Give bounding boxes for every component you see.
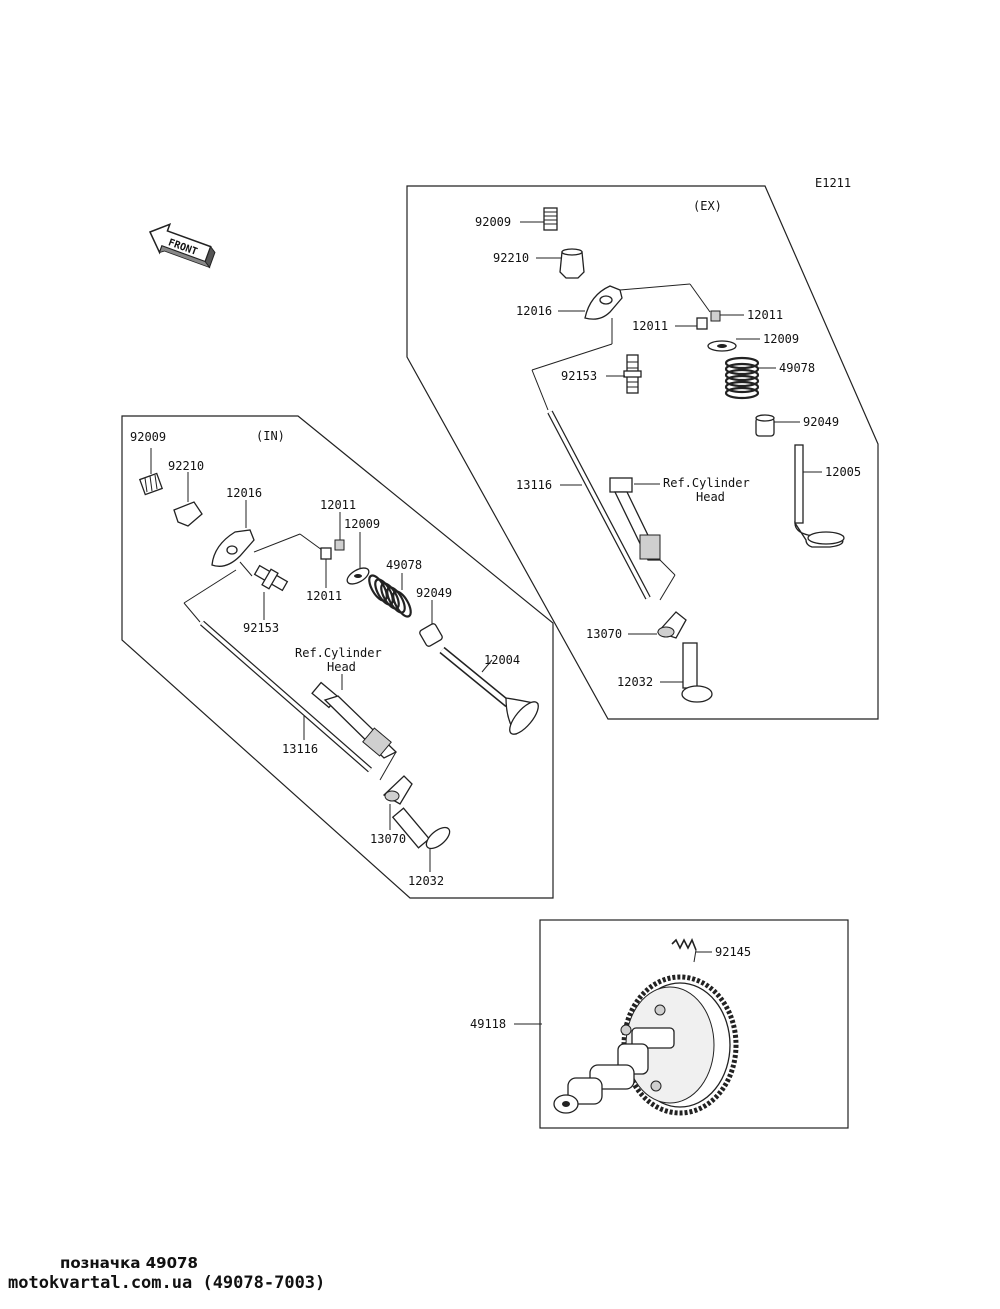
in-spring-retainer (346, 567, 370, 585)
ex-label-12005: 12005 (825, 465, 861, 479)
in-label-12011a: 12011 (320, 498, 356, 512)
ex-group: (EX) 92009 92210 12016 (406, 185, 879, 720)
ex-label-12011b: 12011 (632, 319, 668, 333)
ex-ref-line2: Head (696, 490, 725, 504)
ex-label-12009: 12009 (763, 332, 799, 346)
in-label-12016: 12016 (226, 486, 262, 500)
in-ref-line2: Head (327, 660, 356, 674)
ex-exhaust-valve (794, 444, 845, 548)
cam-label-92145: 92145 (715, 945, 751, 959)
ex-push-rod-guide (656, 611, 687, 639)
footer-tag: позначка 49078 (60, 1254, 198, 1272)
ex-valve-keeper-a (710, 310, 721, 322)
in-frame (121, 415, 554, 899)
in-valve-seal (419, 623, 443, 647)
ex-label-12011a: 12011 (747, 308, 783, 322)
ex-adjuster-screw (543, 207, 558, 231)
in-adjuster-screw (138, 472, 164, 496)
in-label-12009: 12009 (344, 517, 380, 531)
in-label-49078: 49078 (386, 558, 422, 572)
ex-valve-keeper-b (696, 317, 708, 330)
in-rocker-stud (253, 564, 289, 592)
ex-label-92210: 92210 (493, 251, 529, 265)
cam-label-49118: 49118 (470, 1017, 506, 1031)
ex-valve-seal (755, 414, 775, 437)
in-intake-valve (439, 646, 539, 735)
ex-title: (EX) (693, 199, 722, 213)
in-label-92210: 92210 (168, 459, 204, 473)
in-valve-guide (311, 681, 398, 781)
ex-label-13116: 13116 (516, 478, 552, 492)
camshaft-gear (553, 974, 739, 1116)
ex-rocker-stud (623, 354, 642, 394)
ex-label-12016: 12016 (516, 304, 552, 318)
in-label-13070: 13070 (370, 832, 406, 846)
ex-valve-guide (609, 477, 676, 601)
ex-lock-nut (559, 248, 585, 279)
ex-label-92049: 92049 (803, 415, 839, 429)
in-push-rod (200, 620, 372, 773)
cam-spring (671, 938, 697, 963)
ex-tappet (681, 642, 713, 703)
ex-valve-spring (724, 356, 760, 400)
in-label-92009: 92009 (130, 430, 166, 444)
ex-label-13070: 13070 (586, 627, 622, 641)
in-rocker-arm (183, 529, 323, 623)
in-group: (IN) 92009 92210 12016 (121, 415, 554, 899)
in-push-rod-guide (382, 775, 413, 805)
in-valve-spring (368, 574, 412, 618)
ex-rocker-arm (531, 283, 711, 411)
in-label-12032: 12032 (408, 874, 444, 888)
in-ref-line1: Ref.Cylinder (295, 646, 382, 660)
in-valve-keeper-a (334, 539, 345, 551)
ex-push-rod (547, 410, 651, 600)
diagram-code: E1211 (815, 176, 851, 190)
ex-label-92009: 92009 (475, 215, 511, 229)
ex-frame (406, 185, 879, 720)
in-valve-keeper-b (320, 547, 332, 560)
in-label-92049: 92049 (416, 586, 452, 600)
in-label-12011b: 12011 (306, 589, 342, 603)
ex-label-92153: 92153 (561, 369, 597, 383)
in-title: (IN) (256, 429, 285, 443)
ex-label-12032: 12032 (617, 675, 653, 689)
in-label-92153: 92153 (243, 621, 279, 635)
in-label-12004: 12004 (484, 653, 520, 667)
in-lock-nut (173, 501, 203, 527)
cam-group: 92145 49118 (470, 919, 849, 1129)
ex-label-49078: 49078 (779, 361, 815, 375)
in-tappet (391, 807, 451, 850)
ex-spring-retainer (707, 340, 737, 352)
footer-url: motokvartal.com.ua (49078-7003) (8, 1273, 326, 1293)
front-arrow-icon: FRONT (148, 223, 216, 269)
in-label-13116: 13116 (282, 742, 318, 756)
ex-ref-line1: Ref.Cylinder (663, 476, 750, 490)
